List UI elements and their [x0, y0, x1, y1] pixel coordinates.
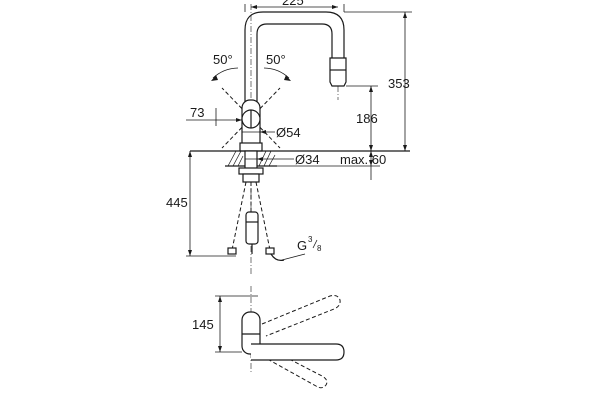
- dim-445-arrow-top: [188, 151, 192, 157]
- lever-offset-label: 73: [190, 105, 204, 120]
- dim-186-arrow-top: [369, 86, 373, 92]
- total-height-label: 353: [388, 76, 410, 91]
- hose-length-label: 445: [166, 195, 188, 210]
- dim-145-arrow-top: [218, 296, 222, 302]
- plan-depth-label: 145: [192, 317, 214, 332]
- dim-445-arrow-bottom: [188, 250, 192, 256]
- body-diameter-label: Ø54: [276, 125, 301, 140]
- spout-outer: [244, 11, 345, 120]
- hose-fitting-right: [265, 247, 275, 255]
- connection-thread-slash: [312, 239, 318, 249]
- spray-head: [329, 57, 347, 87]
- spout-height-label: 186: [356, 111, 378, 126]
- angle-arrow-right: [284, 75, 291, 81]
- angle-arc-left: [212, 67, 239, 79]
- dim-d34-arrow: [257, 157, 263, 161]
- hole-diameter-label: Ø34: [295, 152, 320, 167]
- connection-thread-denominator: 8: [317, 244, 322, 253]
- elevation-view: 50° 50°: [166, 0, 412, 275]
- dim-d54-arrow: [260, 130, 266, 134]
- angle-arc-right: [263, 67, 290, 79]
- dim-73-arrow: [236, 118, 242, 122]
- mounting-nut: [238, 167, 264, 175]
- dim-225-arrow-left: [251, 5, 257, 9]
- dim-186-arrow-bottom: [369, 145, 373, 151]
- hose-right: [255, 181, 271, 251]
- plan-lever: [251, 343, 345, 361]
- plan-view: 145: [192, 286, 345, 389]
- dim-353-arrow-top: [403, 12, 407, 18]
- faucet-base: [239, 142, 263, 152]
- dim-max60-arrow-top: [369, 151, 373, 157]
- connection-thread-numerator: 3: [308, 235, 313, 244]
- mounting-washer: [242, 173, 260, 183]
- spout-inner: [256, 23, 333, 120]
- hose-weight: [245, 211, 259, 245]
- connection-leader: [270, 253, 285, 261]
- spout-reach-label: 225: [282, 0, 304, 8]
- dim-145-arrow-bottom: [218, 346, 222, 352]
- angle-left-label: 50°: [213, 52, 233, 67]
- dim-225-arrow-right: [332, 5, 338, 9]
- connection-thread-base: G: [297, 238, 307, 253]
- hose-left: [231, 181, 247, 251]
- deck-thickness-label: max. 60: [340, 152, 386, 167]
- hose-fitting-left: [227, 247, 237, 255]
- angle-arrow-left: [211, 75, 218, 81]
- dim-max60-arrow-bottom: [369, 160, 373, 166]
- plan-lever-swing-up: [261, 295, 341, 337]
- plan-lever-swing-down: [261, 347, 328, 389]
- dim-353-arrow-bottom: [403, 145, 407, 151]
- deck-hatching: [227, 150, 276, 167]
- angle-right-label: 50°: [266, 52, 286, 67]
- dim-g38-leader: [281, 253, 306, 261]
